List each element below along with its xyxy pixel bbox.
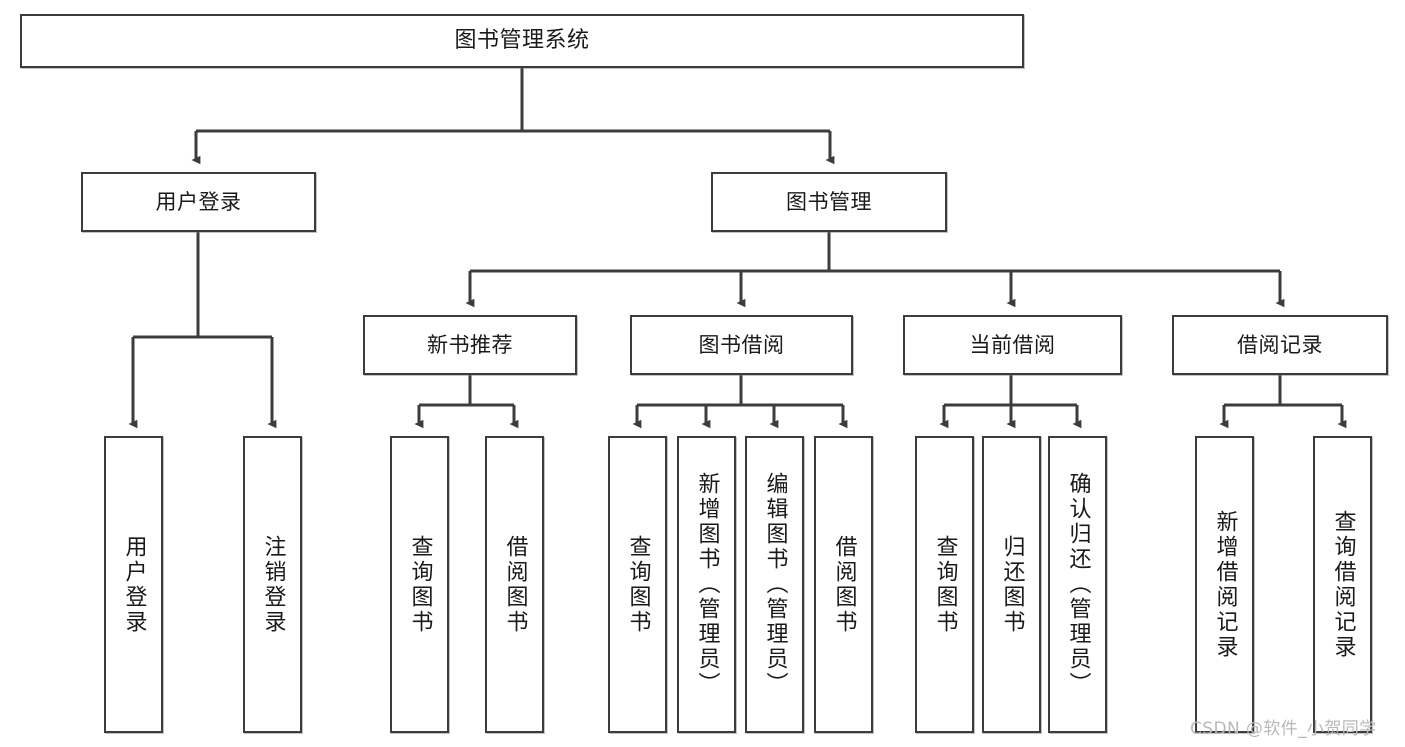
node-leaf-borrow-book-recommend[interactable]: 借阅图书 [485,436,544,733]
node-book-management-system[interactable]: 图书管理系统 [20,14,1024,68]
node-book-borrow[interactable]: 图书借阅 [630,315,853,375]
node-leaf-add-book-admin[interactable]: 新增图书（管理员） [677,436,736,733]
node-label: 查询图书 [625,534,651,635]
node-label: 确认归还（管理员） [1065,472,1091,697]
node-label: 用户登录 [155,189,242,214]
node-user-login[interactable]: 用户登录 [81,172,316,232]
node-leaf-user-login[interactable]: 用户登录 [104,436,163,733]
node-leaf-add-borrow-record[interactable]: 新增借阅记录 [1195,436,1254,733]
node-leaf-confirm-return-admin[interactable]: 确认归还（管理员） [1048,436,1107,733]
node-leaf-query-borrow-record[interactable]: 查询借阅记录 [1313,436,1372,733]
node-leaf-query-book-recommend[interactable]: 查询图书 [390,436,449,733]
node-label: 查询图书 [407,534,433,635]
node-book-management[interactable]: 图书管理 [711,172,947,232]
node-leaf-logout[interactable]: 注销登录 [243,436,302,733]
node-label: 图书借阅 [698,332,785,357]
node-label: 新增借阅记录 [1212,509,1238,660]
node-borrow-record[interactable]: 借阅记录 [1172,315,1388,375]
node-leaf-query-book-current[interactable]: 查询图书 [915,436,974,733]
node-label: 当前借阅 [969,332,1056,357]
node-label: 编辑图书（管理员） [762,472,788,697]
node-new-book-recommend[interactable]: 新书推荐 [363,315,577,375]
node-label: 用户登录 [121,534,147,635]
node-label: 查询借阅记录 [1330,509,1356,660]
node-label: 借阅记录 [1237,332,1323,357]
node-label: 新增图书（管理员） [694,472,720,697]
node-leaf-return-book[interactable]: 归还图书 [982,436,1041,733]
node-label: 图书管理系统 [454,28,590,54]
node-label: 新书推荐 [427,332,513,357]
node-leaf-query-book-borrow[interactable]: 查询图书 [608,436,667,733]
node-label: 注销登录 [260,534,286,635]
watermark: CSDN @软件_小贺同学 [1190,719,1377,739]
node-current-borrow[interactable]: 当前借阅 [903,315,1122,375]
node-label: 借阅图书 [831,534,857,635]
node-label: 归还图书 [999,534,1025,635]
node-label: 查询图书 [932,534,958,635]
node-leaf-borrow-book[interactable]: 借阅图书 [814,436,873,733]
node-label: 借阅图书 [502,534,528,635]
node-label: 图书管理 [786,189,872,214]
node-leaf-edit-book-admin[interactable]: 编辑图书（管理员） [745,436,804,733]
